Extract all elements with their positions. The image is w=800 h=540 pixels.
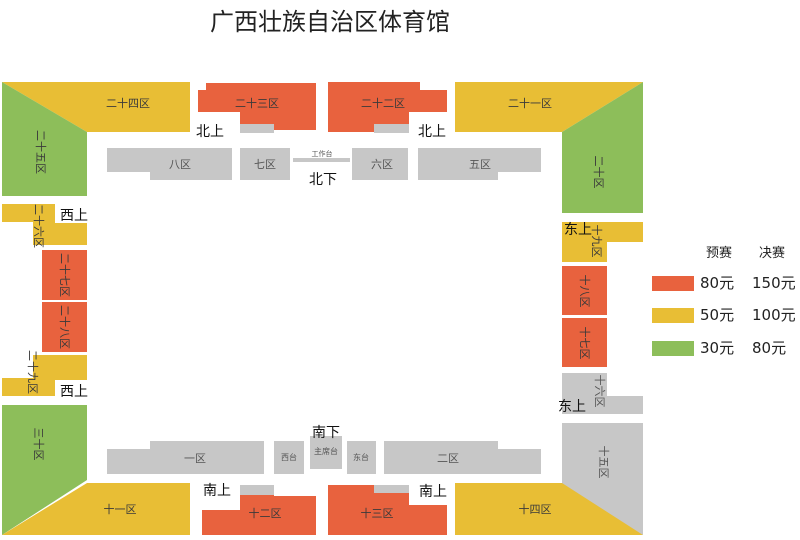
legend-swatch-tier80	[652, 276, 694, 291]
main-stand-area	[310, 436, 342, 469]
entrance-north-upper-left-label: 北上	[196, 124, 224, 140]
legend-final-tier80: 150元	[752, 274, 796, 292]
zone-20-area[interactable]	[562, 82, 643, 213]
zone-29-label: 二十九区	[26, 350, 40, 394]
zone-23-gap-block	[240, 124, 274, 133]
zone-17-label: 十七区	[578, 327, 592, 360]
zone-24-label: 二十四区	[106, 96, 150, 110]
zone-26-area[interactable]	[2, 204, 87, 245]
zone-22-label: 二十二区	[361, 96, 405, 110]
zone-12-label: 十二区	[249, 506, 282, 520]
zone-27-area[interactable]	[42, 250, 87, 300]
legend-final-tier50: 100元	[752, 306, 796, 324]
zone-20-label: 二十区	[592, 156, 606, 189]
work-desk-label: 工作台	[312, 149, 333, 158]
zone-28-area[interactable]	[42, 302, 87, 352]
zone-5-label: 五区	[469, 158, 491, 171]
zone-15-area[interactable]	[562, 423, 643, 535]
zone-8-area[interactable]	[107, 148, 232, 180]
zone-6-area[interactable]	[352, 148, 408, 180]
zone-29-area[interactable]	[2, 355, 87, 396]
zone-13-area[interactable]	[328, 485, 447, 535]
entrance-south-upper-left-label: 南上	[203, 483, 231, 499]
legend-prelim-tier30: 30元	[700, 339, 735, 357]
zone-7-label: 七区	[254, 158, 276, 171]
zone-12-gap-block	[240, 485, 274, 495]
zone-2-label: 二区	[437, 452, 459, 465]
zone-5-area[interactable]	[418, 148, 541, 180]
entrance-west-upper-top-label: 西上	[60, 208, 88, 224]
entrance-west-upper-bottom-label: 西上	[60, 384, 88, 400]
zone-21-area[interactable]	[455, 82, 643, 132]
zone-23-label: 二十三区	[235, 96, 279, 110]
legend-swatch-tier50	[652, 308, 694, 323]
zone-7-area[interactable]	[240, 148, 290, 180]
zone-16-area[interactable]	[562, 373, 643, 414]
zone-25-area[interactable]	[2, 82, 87, 196]
legend-header-final: 决赛	[759, 246, 786, 261]
zone-21-label: 二十一区	[508, 96, 552, 110]
zone-19-area[interactable]	[562, 222, 643, 262]
zone-18-label: 十八区	[578, 275, 592, 308]
legend-swatch-tier30	[652, 341, 694, 356]
seating-map: 二十三区 二十二区 二十四区 二十一区二十五区二十区二十六区二十七区二十八区二十九区三…	[2, 82, 643, 535]
zone-13-gap-block	[374, 485, 409, 493]
zone-11-label: 十一区	[104, 502, 137, 516]
zone-16-label: 十六区	[593, 375, 607, 408]
legend-header-prelim: 预赛	[706, 246, 733, 261]
zone-15-label: 十五区	[597, 446, 611, 479]
venue-title: 广西壮族自治区体育馆	[210, 8, 450, 36]
zone-23-area[interactable]	[198, 83, 316, 130]
legend-row-tier50: 50元 100元	[650, 304, 800, 324]
legend-final-tier30: 80元	[752, 339, 787, 357]
zone-30-area[interactable]	[2, 405, 87, 535]
west-stand-label: 西台	[281, 452, 297, 462]
zone-19-label: 十九区	[590, 225, 604, 258]
zone-8-label: 八区	[169, 158, 191, 171]
zone-17-area[interactable]	[562, 318, 607, 367]
entrance-south-lower-label: 南下	[312, 425, 340, 441]
zone-28-label: 二十八区	[58, 305, 72, 349]
entrance-south-upper-right-label: 南上	[419, 484, 447, 500]
zone-1-label: 一区	[184, 452, 206, 465]
entrance-north-lower-label: 北下	[309, 172, 337, 188]
zone-11-area[interactable]	[2, 483, 190, 535]
main-stand-label: 主席台	[314, 446, 338, 456]
zone-30-label: 三十区	[32, 428, 46, 461]
zone-22-gap-block	[374, 124, 409, 133]
east-stand-label: 东台	[353, 452, 369, 462]
entrance-north-upper-right-label: 北上	[418, 124, 446, 140]
west-stand-area	[274, 441, 304, 474]
zone-1-area[interactable]	[107, 441, 264, 474]
zone-22-area[interactable]	[328, 82, 447, 132]
entrance-east-upper-bottom-label: 东上	[558, 399, 586, 415]
zone-26-label: 二十六区	[32, 204, 46, 248]
east-stand-area	[347, 441, 376, 474]
legend-prelim-tier50: 50元	[700, 306, 735, 324]
work-desk-bar	[293, 158, 350, 162]
zone-24-area[interactable]	[2, 82, 190, 132]
legend-row-tier30: 30元 80元	[650, 337, 800, 357]
legend-row-tier80: 80元 150元	[650, 272, 800, 292]
legend-prelim-tier80: 80元	[700, 274, 735, 292]
entrance-east-upper-top-label: 东上	[564, 222, 592, 238]
zone-27-label: 二十七区	[58, 253, 72, 297]
zone-18-area[interactable]	[562, 266, 607, 315]
zone-2-area[interactable]	[384, 441, 541, 474]
zone-25-label: 二十五区	[34, 130, 48, 174]
zone-12-area[interactable]	[202, 485, 316, 535]
zone-14-label: 十四区	[519, 502, 552, 516]
zone-13-label: 十三区	[361, 506, 394, 520]
zone-6-label: 六区	[371, 158, 393, 171]
zone-14-area[interactable]	[455, 483, 643, 535]
